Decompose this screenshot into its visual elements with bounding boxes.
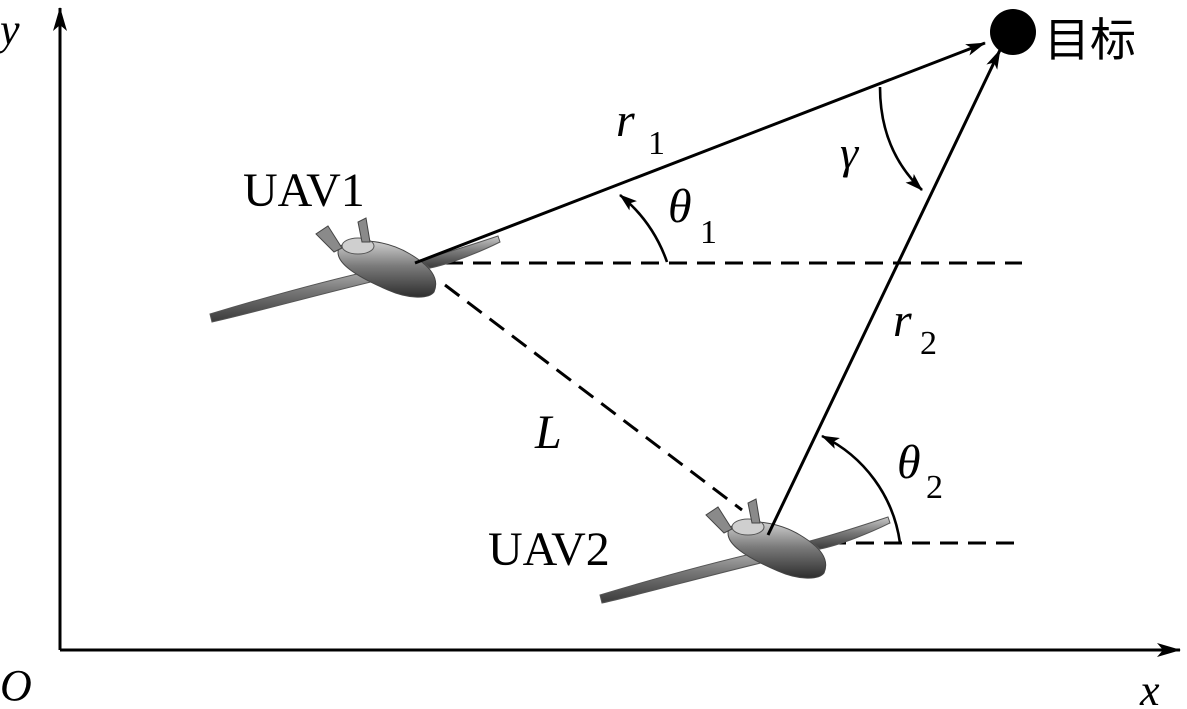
theta2-label: θ	[897, 436, 921, 489]
r1-label: r	[616, 94, 635, 147]
gamma-arc	[878, 86, 923, 191]
theta1-label: θ	[668, 180, 692, 233]
line-r1	[414, 41, 986, 265]
uav1-aircraft-icon	[209, 217, 501, 323]
target-marker	[990, 9, 1036, 55]
origin-label: O	[0, 661, 32, 709]
theta2-arc	[821, 434, 902, 544]
theta2-subscript: 2	[926, 469, 943, 506]
uav2-aircraft-icon	[599, 498, 891, 604]
r2-subscript: 2	[920, 325, 937, 362]
theta1-arc	[619, 193, 669, 263]
x-axis-label: x	[1139, 666, 1160, 709]
gamma-label: γ	[840, 127, 860, 178]
uav1-label: UAV1	[243, 164, 365, 217]
uav-link-L	[444, 283, 743, 512]
target-label: 目标	[1044, 13, 1136, 67]
r2-label: r	[893, 294, 912, 347]
L-label: L	[534, 406, 562, 459]
r1-subscript: 1	[648, 125, 665, 162]
y-axis-label: y	[0, 5, 20, 54]
line-r2	[766, 49, 1002, 536]
theta1-subscript: 1	[700, 214, 717, 251]
uav2-label: UAV2	[488, 523, 610, 576]
